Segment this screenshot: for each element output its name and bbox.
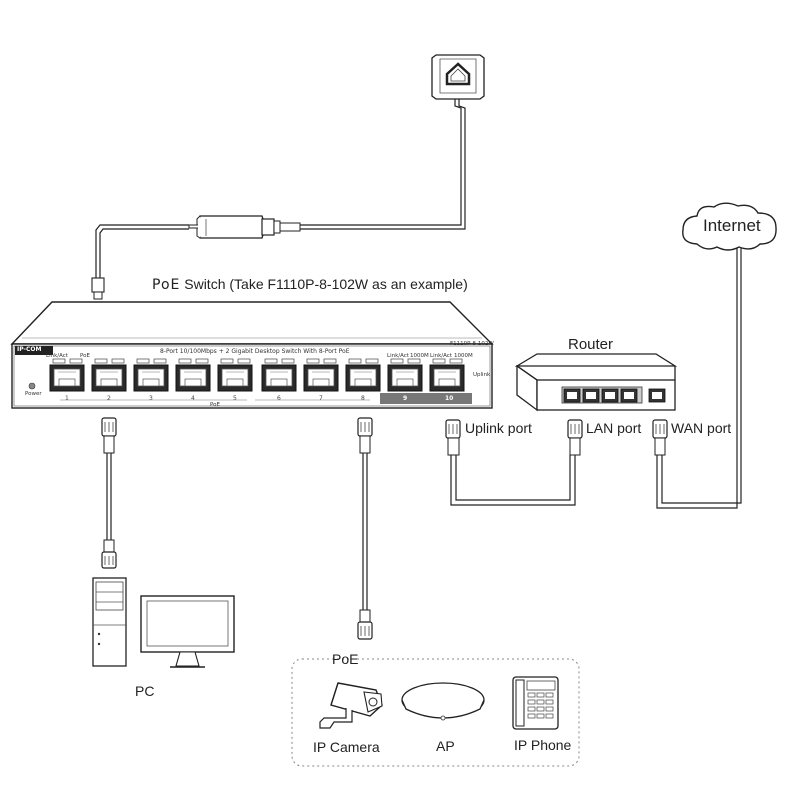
ap-label: AP [436,738,455,754]
ip-phone-icon [512,676,559,730]
port-2-led-1 [94,358,108,364]
power-adapter [188,215,301,239]
port-10-led-1 [432,358,446,364]
poe-device-cable [357,417,373,640]
dc-cable [95,224,189,278]
port-7-led-2 [323,358,337,364]
switch-title-poe: PoE [152,277,181,293]
power-label: Power [25,391,42,397]
pc-cable [101,417,117,569]
uplink-port-connector [445,419,461,456]
link-act-label-left: Link/Act [46,353,68,359]
poe-devices-box [291,658,580,767]
switch-port-4 [175,364,211,392]
switch-port-1 [49,364,85,392]
wan-port-label: WAN port [671,420,732,436]
port-number-6: 6 [277,395,281,402]
port-6-led-1 [264,358,278,364]
pc-label: PC [135,683,155,699]
port-5-led-1 [220,358,234,364]
port-number-3: 3 [149,395,153,402]
pc-monitor [140,595,235,668]
port-6-led-2 [281,358,295,364]
port-1-led-1 [52,358,66,364]
ip-camera-icon [319,682,383,729]
switch-model: F1110P-8-102W [450,341,494,347]
port-3-led-1 [136,358,150,364]
power-led [28,382,36,390]
dc-plug [91,277,105,300]
uplink-cable [450,455,576,506]
switch-port-8 [345,364,381,392]
speed-label-10: 1000M [454,353,473,359]
router-label: Router [568,336,614,353]
lan-port-label: LAN port [586,420,642,436]
port-number-5: 5 [233,395,237,402]
port-number-7: 7 [319,395,323,402]
port-10-led-2 [449,358,463,364]
port-9-led-1 [390,358,404,364]
ip-camera-label: IP Camera [313,739,380,755]
switch-title-rest: Switch (Take F1110P-8-102W as an example… [184,276,468,292]
poe-group-label: PoE [332,651,359,667]
switch-port-7 [303,364,339,392]
port-4-led-2 [195,358,209,364]
link-act-label-10: Link/Act [430,353,452,359]
gigabit-port-band [380,393,472,404]
switch-port-2 [91,364,127,392]
switch-port-6 [261,364,297,392]
pc-tower [92,577,127,667]
port-5-led-2 [237,358,251,364]
switch-port-3 [133,364,169,392]
uplink-side-label: Uplink [473,372,491,378]
ap-icon [401,682,485,721]
port-number-4: 4 [191,395,195,402]
port-7-led-1 [306,358,320,364]
switch-description: 8-Port 10/100Mbps + 2 Gigabit Desktop Sw… [160,348,350,355]
internet-cloud [682,202,777,251]
port-number-10: 10 [445,395,454,402]
link-act-label-9: Link/Act [387,353,409,359]
port-1-led-2 [69,358,83,364]
port-3-led-2 [153,358,167,364]
lan-port-connector [567,419,583,456]
switch-brand-logo: IP-COM [17,346,42,353]
power-cable [300,99,466,230]
wan-cable [656,248,742,509]
switch-port-9 [387,364,423,392]
port-4-led-1 [178,358,192,364]
ip-phone-label: IP Phone [514,737,572,753]
port-8-led-2 [365,358,379,364]
port-number-9: 9 [403,395,408,402]
wan-port-connector [652,419,668,456]
switch-port-5 [217,364,253,392]
port-number-2: 2 [107,395,111,402]
port-number-8: 8 [361,395,365,402]
internet-label: Internet [703,216,761,235]
poe-led-label: PoE [80,353,90,359]
port-8-led-1 [348,358,362,364]
port-9-led-2 [407,358,421,364]
speed-label-9: 1000M [410,353,429,359]
port-number-1: 1 [65,395,69,402]
uplink-port-label: Uplink port [465,420,532,436]
router [514,353,678,412]
switch-title: PoE Switch (Take F1110P-8-102W as an exa… [152,276,468,293]
switch-port-10 [429,364,465,392]
poe-ports-label: PoE [210,402,220,408]
power-outlet [431,54,485,100]
port-2-led-2 [111,358,125,364]
